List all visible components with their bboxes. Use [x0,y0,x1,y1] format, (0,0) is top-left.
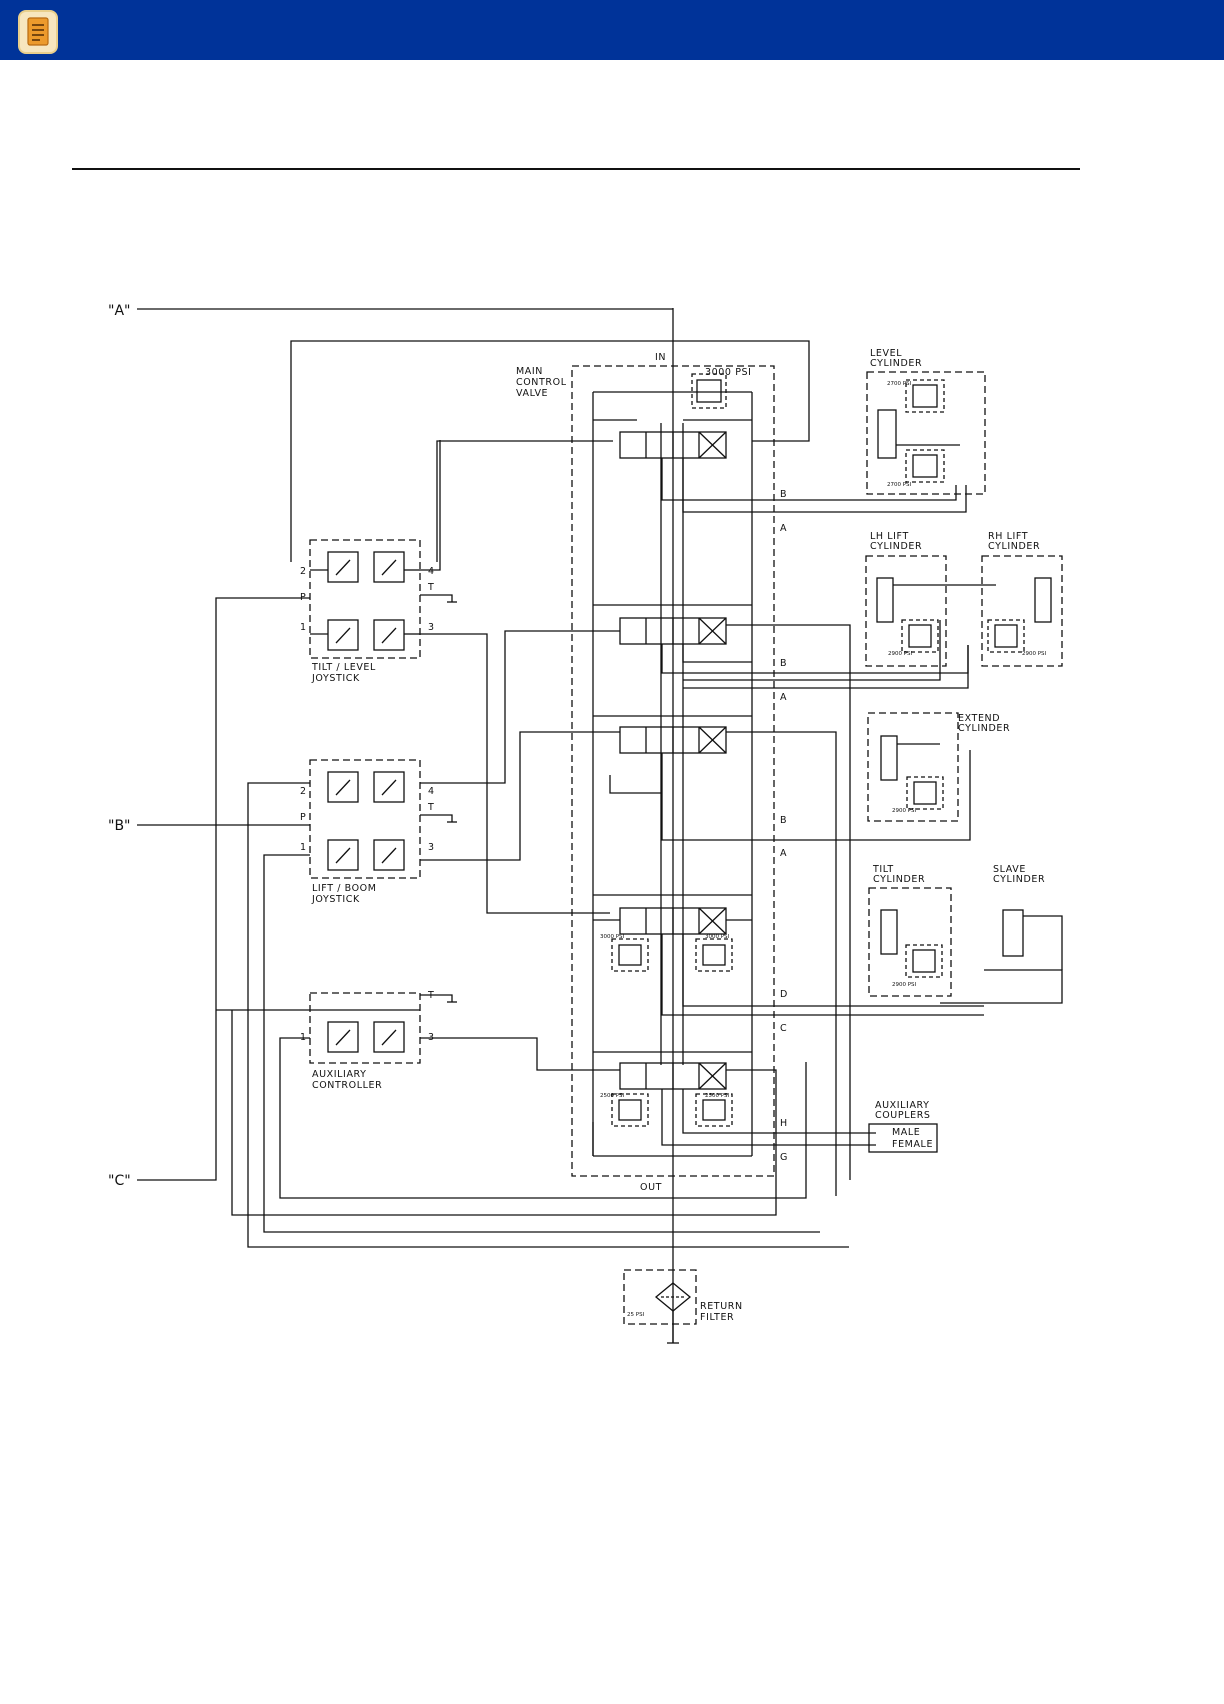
ref-b-label: "B" [108,818,130,834]
lift-boom-joystick-box [309,759,421,879]
js2-port-4: 4 [428,786,434,797]
js2-port-2: 2 [300,786,306,797]
port-b1: B [780,489,787,500]
js1-port-1: 1 [300,622,306,633]
tilt-title-2: CYLINDER [873,874,925,885]
js1-port-2: 2 [300,566,306,577]
coupler-male: MALE [892,1127,920,1138]
slave-title-1: SLAVE [993,864,1026,875]
valve-title-1: MAIN [516,366,543,377]
aux-title-2: CONTROLLER [312,1080,382,1091]
js1-port-4: 4 [428,566,434,577]
lh-title-1: LH LIFT [870,531,909,542]
port-h: H [780,1118,787,1129]
rh-psi: 2900 PSI [1022,651,1047,657]
js2-port-3: 3 [428,842,434,853]
rh-title-1: RH LIFT [988,531,1028,542]
level-cylinder-box [866,371,986,495]
slave-title-2: CYLINDER [993,874,1045,885]
filter-title-2: FILTER [700,1312,734,1323]
valve-title-2: CONTROL [516,377,567,388]
lh-lift-cylinder-box [865,555,947,667]
auxiliary-couplers-box [868,1123,938,1153]
js1-port-t: T [427,582,434,593]
port-a3: A [780,848,787,859]
aux-title-1: AUXILIARY [312,1069,367,1080]
js2-title-2: JOYSTICK [311,894,360,905]
top-bar [0,0,1224,60]
lh-title-2: CYLINDER [870,541,922,552]
tilt-cylinder-box [868,887,952,997]
relief4-right: 3000 PSI [705,934,730,940]
extend-title-1: EXTEND [958,713,1000,724]
document-icon[interactable] [18,10,58,54]
port-b3: B [780,815,787,826]
valve-out-label: OUT [640,1182,662,1193]
filter-psi: 25 PSI [627,1312,645,1318]
extend-title-2: CYLINDER [958,723,1010,734]
relief5-left: 2500 PSI [600,1093,625,1099]
level-psi-a: 2700 PSI [887,381,912,387]
couplers-title-1: AUXILIARY [875,1100,930,1111]
header-rule [72,168,1080,170]
port-c: C [780,1023,787,1034]
valve-title-3: VALVE [516,388,548,399]
valve-relief-label: 3000 PSI [705,367,752,378]
level-title-2: CYLINDER [870,358,922,369]
couplers-title-2: COUPLERS [875,1110,931,1121]
aux-controller-box [309,992,421,1064]
extend-cylinder-box [867,712,959,822]
js1-title-1: TILT / LEVEL [311,662,376,673]
aux-port-t: T [427,990,434,1001]
aux-port-1: 1 [300,1032,306,1043]
port-a1: A [780,523,787,534]
js1-port-3: 3 [428,622,434,633]
js1-port-p: P [300,592,306,603]
port-b2: B [780,658,787,669]
js1-title-2: JOYSTICK [311,673,360,684]
js2-port-1: 1 [300,842,306,853]
level-psi-b: 2700 PSI [887,482,912,488]
ref-a-label: "A" [108,303,130,319]
main-relief-valve [696,379,722,403]
relief5-right: 2500 PSI [705,1093,730,1099]
port-a2: A [780,692,787,703]
js2-port-p: P [300,812,306,823]
extend-psi: 2900 PSI [892,808,917,814]
tilt-psi: 2900 PSI [892,982,917,988]
rh-lift-cylinder-box [981,555,1063,667]
port-d: D [780,989,787,1000]
return-filter-box [623,1269,697,1325]
rh-title-2: CYLINDER [988,541,1040,552]
tilt-title-1: TILT [872,864,894,875]
coupler-female: FEMALE [892,1139,933,1150]
tilt-level-joystick-box [309,539,421,659]
port-g: G [780,1152,787,1163]
filter-title-1: RETURN [700,1301,743,1312]
valve-in-label: IN [655,352,666,363]
ref-c-label: "C" [108,1173,131,1189]
relief4-left: 3000 PSI [600,934,625,940]
lh-psi: 2900 PSI [888,651,913,657]
aux-port-3: 3 [428,1032,434,1043]
js2-port-t: T [427,802,434,813]
level-title-1: LEVEL [870,348,902,359]
js2-title-1: LIFT / BOOM [312,883,377,894]
